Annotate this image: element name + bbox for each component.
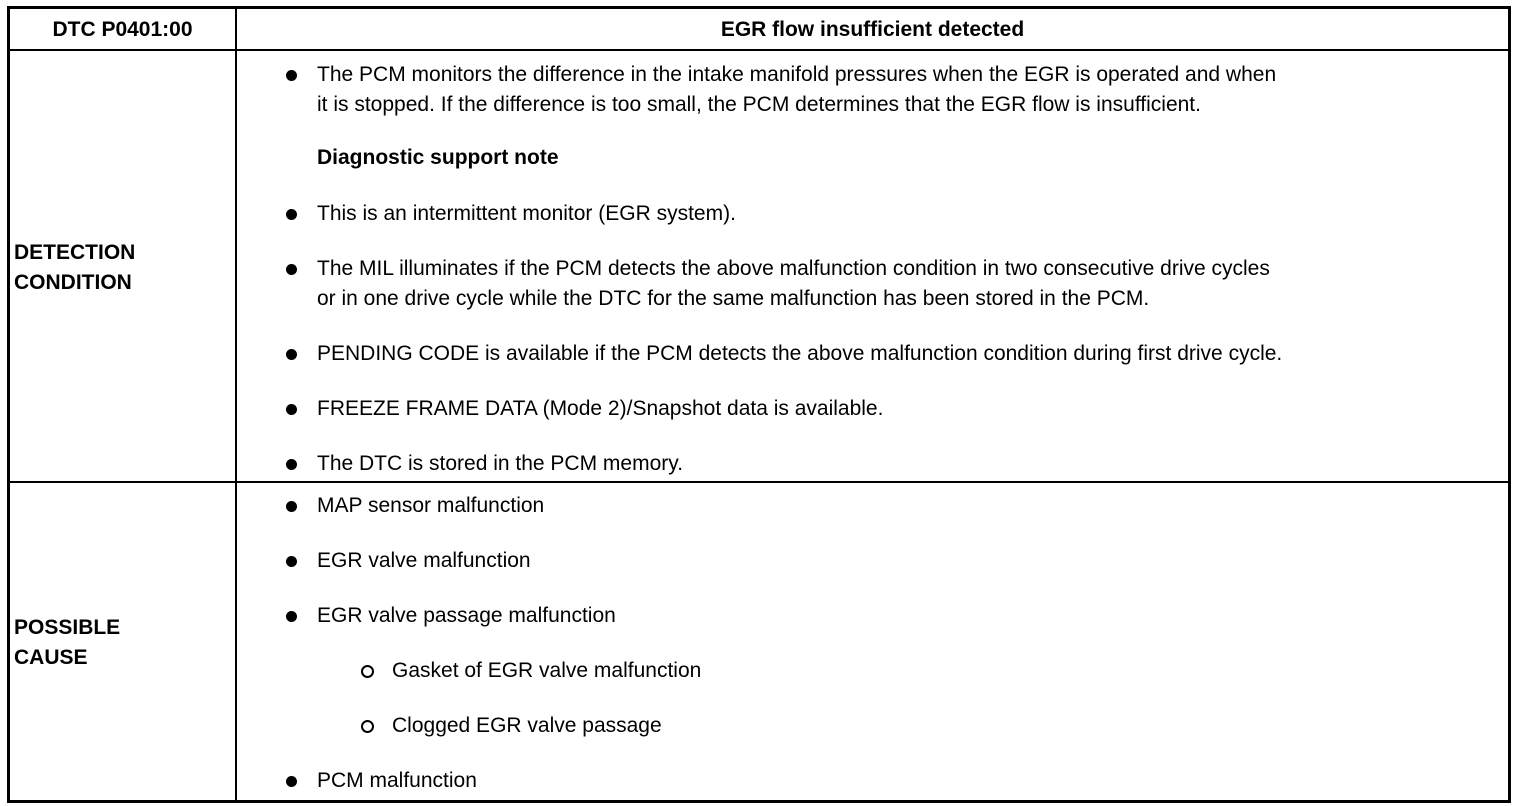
cause-item-1: MAP sensor malfunction [317, 494, 545, 517]
header-divider [10, 49, 1508, 51]
bullet-icon [286, 776, 297, 787]
detection-item-3: The MIL illuminates if the PCM detects t… [317, 257, 1270, 310]
bullet-icon [286, 459, 297, 470]
bullet-icon [286, 264, 297, 275]
bullet-icon [286, 404, 297, 415]
detection-item-4: PENDING CODE is available if the PCM det… [317, 342, 1283, 365]
bullet-icon [286, 556, 297, 567]
detection-item-2: This is an intermittent monitor (EGR sys… [317, 202, 736, 225]
row-divider [10, 481, 1508, 483]
cause-sub-item-1: Gasket of EGR valve malfunction [392, 659, 702, 682]
detection-item-5: FREEZE FRAME DATA (Mode 2)/Snapshot data… [317, 397, 884, 420]
detection-condition-label: DETECTION CONDITION [14, 241, 136, 294]
dtc-table: DTC P0401:00 EGR flow insufficient detec… [7, 6, 1511, 803]
cause-sub-item-2: Clogged EGR valve passage [392, 714, 662, 737]
cause-item-4: PCM malfunction [317, 769, 477, 792]
detection-item-6: The DTC is stored in the PCM memory. [317, 452, 684, 475]
dtc-code-cell: DTC P0401:00 [10, 9, 235, 50]
bullet-icon [286, 209, 297, 220]
sub-bullet-icon [361, 720, 374, 733]
detection-item-1: The PCM monitors the difference in the i… [317, 63, 1277, 116]
diagnostic-support-note-heading: Diagnostic support note [317, 146, 559, 169]
bullet-icon [286, 611, 297, 622]
dtc-title-cell: EGR flow insufficient detected [237, 9, 1508, 50]
sub-bullet-icon [361, 665, 374, 678]
bullet-icon [286, 501, 297, 512]
dtc-code: DTC P0401:00 [52, 17, 193, 41]
dtc-title: EGR flow insufficient detected [720, 17, 1025, 41]
cause-item-2: EGR valve malfunction [317, 549, 531, 572]
bullet-icon [286, 70, 297, 81]
cause-item-3: EGR valve passage malfunction [317, 604, 616, 627]
column-divider [235, 9, 237, 800]
bullet-icon [286, 349, 297, 360]
possible-cause-label: POSSIBLE CAUSE [14, 616, 121, 669]
